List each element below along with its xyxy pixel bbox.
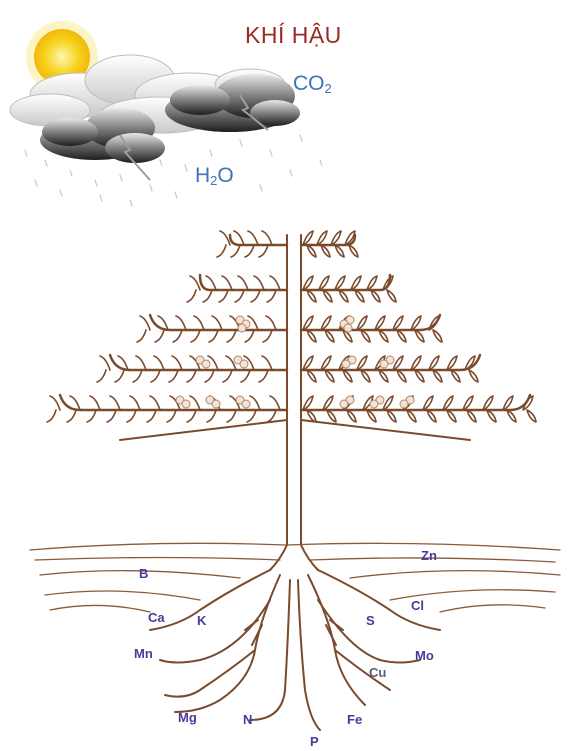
nutrient-label-mn: Mn — [134, 646, 153, 661]
h2o-label: H2O — [195, 164, 234, 188]
nutrient-label-cl: Cl — [411, 598, 424, 613]
nutrient-label-mg: Mg — [178, 710, 197, 725]
nutrient-label-mo: Mo — [415, 648, 434, 663]
nutrient-label-n: N — [243, 712, 252, 727]
co2-label: CO2 — [293, 72, 332, 96]
nutrient-label-cu: Cu — [369, 665, 386, 680]
climate-title: KHÍ HẬU — [245, 22, 342, 49]
tree-trunk — [287, 235, 301, 545]
nutrient-label-zn: Zn — [421, 548, 437, 563]
soil-layer — [30, 543, 560, 612]
root-system — [150, 570, 440, 730]
nutrient-label-k: K — [197, 613, 206, 628]
nutrient-label-b: B — [139, 566, 148, 581]
tree-illustration — [30, 231, 560, 730]
nutrient-label-p: P — [310, 734, 319, 749]
nutrient-label-fe: Fe — [347, 712, 362, 727]
nutrient-label-ca: Ca — [148, 610, 165, 625]
nutrient-label-s: S — [366, 613, 375, 628]
tree-leaves — [47, 231, 536, 422]
